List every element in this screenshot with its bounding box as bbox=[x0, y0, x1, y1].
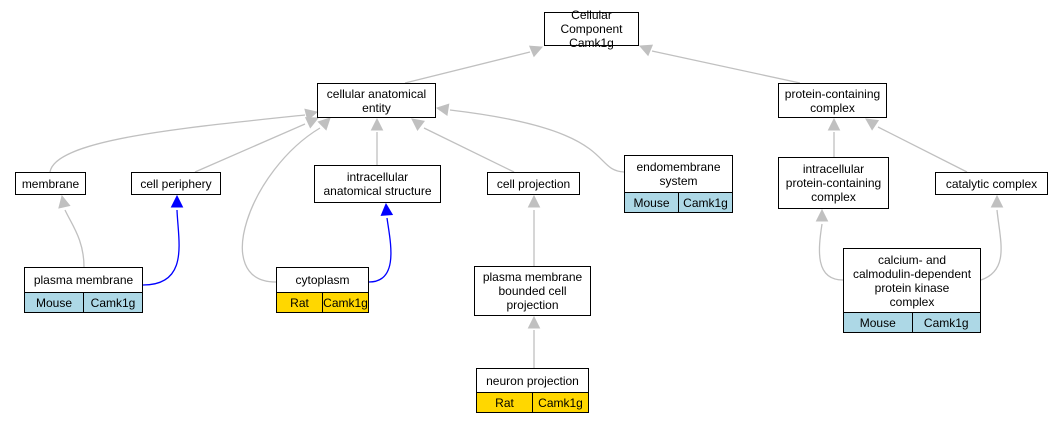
node-label: plasma membrane bounded cell projection bbox=[482, 270, 583, 312]
node-label: Cellular Component Camk1g bbox=[560, 8, 623, 50]
node-label: cellular anatomical entity bbox=[326, 86, 427, 115]
node-neuron-projection[interactable]: neuron projection Rat Camk1g bbox=[476, 368, 589, 413]
species-cell: Rat bbox=[290, 295, 309, 310]
node-cell-projection[interactable]: cell projection bbox=[487, 172, 580, 195]
node-cell-periphery[interactable]: cell periphery bbox=[131, 172, 221, 195]
node-endomembrane-system[interactable]: endomembrane system Mouse Camk1g bbox=[624, 155, 733, 213]
node-protein-containing-complex[interactable]: protein-containing complex bbox=[778, 83, 887, 118]
node-label: neuron projection bbox=[486, 373, 579, 388]
edge-camk-to-catalytic bbox=[980, 209, 1002, 281]
node-catalytic-complex[interactable]: catalytic complex bbox=[935, 172, 1048, 195]
edge-membrane-to-cae bbox=[49, 114, 306, 173]
gene-cell: Camk1g bbox=[532, 393, 588, 412]
edge-catalytic-to-pcc-arrowhead bbox=[865, 118, 880, 131]
node-plasma-membrane[interactable]: plasma membrane Mouse Camk1g bbox=[24, 267, 143, 313]
gene-cell: Camk1g bbox=[322, 293, 368, 312]
edge-periphery-to-cae bbox=[194, 123, 306, 173]
node-label: cell projection bbox=[496, 176, 571, 191]
edge-pm-to-membrane-arrowhead bbox=[58, 194, 71, 209]
species-cell: Mouse bbox=[859, 315, 896, 330]
node-plasma-membrane-bounded-cell-projection[interactable]: plasma membrane bounded cell projection bbox=[474, 266, 591, 316]
edge-camk-to-ipcc bbox=[818, 223, 844, 281]
annotation-row: Mouse Camk1g bbox=[625, 192, 732, 212]
node-calcium-calmodulin-dependent-protein-kinase-complex[interactable]: calcium- and calmodulin-dependent protei… bbox=[843, 248, 981, 333]
edge-cyto-to-ias bbox=[368, 217, 392, 283]
annotation-row: Mouse Camk1g bbox=[844, 312, 980, 332]
gene-cell: Camk1g bbox=[678, 193, 732, 212]
annotation-row: Rat Camk1g bbox=[477, 392, 588, 412]
edge-cae-to-root bbox=[404, 51, 531, 84]
edge-periphery-to-cae-arrowhead bbox=[304, 117, 320, 129]
edge-pm-to-periphery bbox=[142, 209, 180, 286]
node-intracellular-protein-containing-complex[interactable]: intracellular protein-containing complex bbox=[778, 157, 889, 209]
edge-cellproj-to-cae-arrowhead bbox=[411, 118, 425, 131]
edge-pm-to-membrane bbox=[64, 209, 85, 268]
species-cell: Mouse bbox=[35, 295, 73, 310]
edge-endo-to-cae-arrowhead bbox=[435, 103, 450, 116]
node-label: membrane bbox=[21, 176, 80, 191]
edge-cyto-to-cae-arrowhead bbox=[317, 117, 331, 131]
annotation-row: Mouse Camk1g bbox=[25, 292, 142, 312]
node-cellular-anatomical-entity[interactable]: cellular anatomical entity bbox=[317, 83, 436, 118]
edge-neuron-to-pmbcp-arrowhead bbox=[527, 315, 541, 329]
annotation-row: Rat Camk1g bbox=[277, 292, 368, 312]
node-label: plasma membrane bbox=[33, 273, 134, 287]
node-label: intracellular anatomical structure bbox=[323, 170, 432, 198]
node-membrane[interactable]: membrane bbox=[15, 172, 86, 195]
node-label: intracellular protein-containing complex bbox=[785, 162, 882, 204]
edge-pcc-to-root bbox=[651, 50, 801, 84]
node-label: cytoplasm bbox=[295, 273, 350, 287]
edge-endo-to-cae bbox=[449, 109, 625, 173]
node-cytoplasm[interactable]: cytoplasm Rat Camk1g bbox=[276, 267, 369, 313]
edge-pcc-to-root-arrowhead bbox=[638, 44, 654, 57]
species-cell: Rat bbox=[495, 395, 514, 410]
gene-cell: Camk1g bbox=[83, 293, 142, 312]
edge-pmbcp-to-cellproj-arrowhead bbox=[527, 194, 541, 208]
node-root[interactable]: Cellular Component Camk1g bbox=[544, 8, 639, 50]
node-label: endomembrane system bbox=[636, 160, 721, 188]
node-label: catalytic complex bbox=[945, 176, 1038, 191]
edge-catalytic-to-pcc bbox=[877, 126, 968, 173]
edge-cyto-to-ias-arrowhead bbox=[380, 202, 394, 216]
edge-pm-to-periphery-arrowhead bbox=[170, 194, 184, 208]
node-label: calcium- and calmodulin-dependent protei… bbox=[852, 252, 972, 309]
edge-cae-to-root-arrowhead bbox=[528, 45, 544, 58]
edge-ipcc-to-pcc-arrowhead bbox=[827, 117, 841, 131]
species-cell: Mouse bbox=[633, 195, 670, 210]
edge-camk-to-catalytic-arrowhead bbox=[990, 194, 1004, 208]
edge-cyto-to-cae bbox=[241, 127, 321, 283]
node-label: protein-containing complex bbox=[784, 86, 881, 115]
edge-ias-to-cae-arrowhead bbox=[370, 117, 384, 131]
node-intracellular-anatomical-structure[interactable]: intracellular anatomical structure bbox=[314, 165, 441, 203]
node-label: cell periphery bbox=[140, 176, 212, 191]
gene-cell: Camk1g bbox=[911, 313, 981, 332]
edge-cellproj-to-cae bbox=[423, 127, 515, 173]
edge-camk-to-ipcc-arrowhead bbox=[815, 208, 829, 222]
